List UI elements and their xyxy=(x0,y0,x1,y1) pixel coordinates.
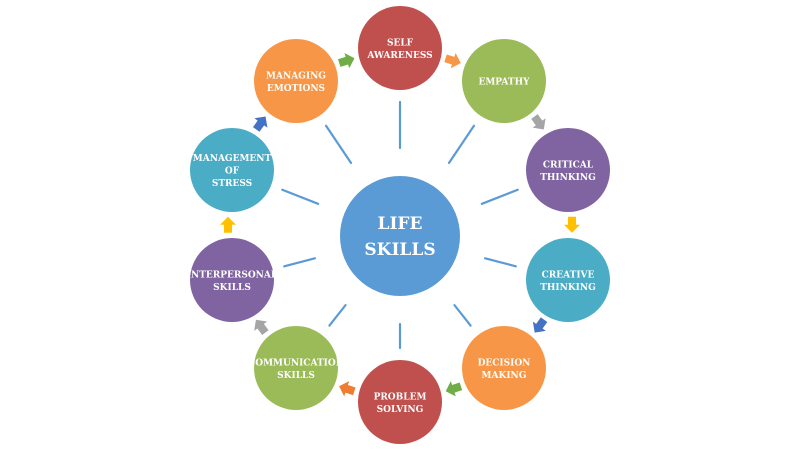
center-circle xyxy=(340,176,460,296)
center-node: LIFE SKILLS xyxy=(340,176,460,296)
skill-label-line: OF xyxy=(225,167,240,177)
arrow-self-awareness-to-empathy xyxy=(444,53,461,69)
skill-label-line: EMPATHY xyxy=(478,78,530,88)
arrow-decision-making-to-problem-solving xyxy=(445,381,463,397)
cycle-arrows xyxy=(220,53,580,397)
skill-label-line: SOLVING xyxy=(377,405,424,415)
skill-node-empathy: EMPATHY xyxy=(462,39,546,123)
skill-label-line: INTERPERSONAL xyxy=(187,270,278,280)
skill-label-line: PROBLEM xyxy=(374,392,427,402)
spoke-managing-emotions xyxy=(324,124,353,165)
arrow-problem-solving-to-communication-skills xyxy=(339,381,356,397)
skill-label-line: SELF xyxy=(387,38,414,48)
arrow-empathy-to-critical-thinking xyxy=(531,114,546,130)
arrow-critical-thinking-to-creative-thinking xyxy=(563,216,580,233)
skill-node-decision-making: DECISION MAKING xyxy=(462,326,546,410)
skill-label-line: THINKING xyxy=(540,173,596,183)
skill-label-line: DECISION xyxy=(478,358,531,368)
spoke-critical-thinking xyxy=(480,188,519,205)
spokes xyxy=(281,100,519,350)
arrow-managing-emotions-to-self-awareness xyxy=(338,53,355,69)
skill-node-management-of-stress: MANAGEMENT OF STRESS xyxy=(190,128,274,212)
skill-label-line: CREATIVE xyxy=(542,270,595,280)
spoke-management-of-stress xyxy=(281,188,320,205)
skill-node-self-awareness: SELF AWARENESS xyxy=(358,6,442,90)
spoke-communication-skills xyxy=(328,304,347,327)
arrow-management-of-stress-to-managing-emotions xyxy=(252,116,268,132)
skill-node-communication-skills: COMMUNICATION SKILLS xyxy=(248,326,344,410)
spoke-decision-making xyxy=(453,304,472,327)
skill-nodes: SELFAWARENESSEMPATHYCRITICALTHINKINGCREA… xyxy=(187,6,610,444)
skill-label-line: EMOTIONS xyxy=(267,84,325,94)
skill-node-creative-thinking: CREATIVE THINKING xyxy=(526,238,610,322)
skill-node-interpersonal-skills: INTERPERSONAL SKILLS xyxy=(187,238,278,322)
skill-label-line: MAKING xyxy=(482,371,527,381)
skill-label-line: STRESS xyxy=(212,179,252,189)
arrow-communication-skills-to-interpersonal-skills xyxy=(254,319,269,335)
arrow-interpersonal-skills-to-management-of-stress xyxy=(220,216,237,233)
skill-node-managing-emotions: MANAGING EMOTIONS xyxy=(254,39,338,123)
center-label-line: LIFE xyxy=(378,214,423,234)
skill-label-line: MANAGEMENT xyxy=(193,154,272,164)
spoke-creative-thinking xyxy=(484,257,517,268)
skill-label-line: MANAGING xyxy=(266,71,326,81)
skill-node-critical-thinking: CRITICAL THINKING xyxy=(526,128,610,212)
skill-label-line: CRITICAL xyxy=(543,160,594,170)
skill-label-line: THINKING xyxy=(540,283,596,293)
spoke-empathy xyxy=(447,124,476,165)
skill-node-problem-solving: PROBLEM SOLVING xyxy=(358,360,442,444)
skill-label-line: SKILLS xyxy=(213,283,251,293)
center-label-line: SKILLS xyxy=(364,240,435,260)
spoke-interpersonal-skills xyxy=(283,257,316,268)
skill-label-line: COMMUNICATION xyxy=(248,358,344,368)
skill-label-line: SKILLS xyxy=(277,371,315,381)
skill-label-line: AWARENESS xyxy=(366,51,432,61)
arrow-creative-thinking-to-decision-making xyxy=(532,317,548,333)
